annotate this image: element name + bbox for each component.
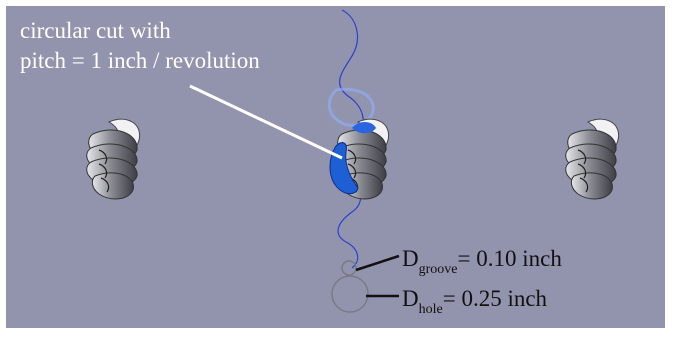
- groove-symbol: D: [402, 246, 419, 271]
- annotation-line-2: pitch = 1 inch / revolution: [20, 48, 260, 73]
- hole-subscript: hole: [418, 302, 443, 317]
- right-fluted-part: [565, 118, 620, 200]
- annotation-line-1: circular cut with: [20, 18, 171, 43]
- hole-circle: [331, 275, 369, 313]
- diagram-graphics: [86, 9, 620, 313]
- hole-dimension: Dhole= 0.25 inch: [402, 286, 547, 323]
- hole-value: = 0.25 inch: [442, 286, 548, 311]
- groove-leader-line: [355, 254, 400, 272]
- cut-highlight-top: [352, 122, 376, 134]
- viewport-canvas: circular cut with pitch = 1 inch / revol…: [6, 6, 665, 328]
- left-fluted-part: [86, 118, 141, 200]
- groove-subscript: groove: [418, 262, 458, 277]
- groove-dimension: Dgroove= 0.10 inch: [402, 246, 562, 283]
- groove-value: = 0.10 inch: [457, 246, 562, 271]
- groove-circle: [341, 260, 357, 276]
- annotation-leader-line: [189, 84, 343, 160]
- hole-symbol: D: [402, 286, 419, 311]
